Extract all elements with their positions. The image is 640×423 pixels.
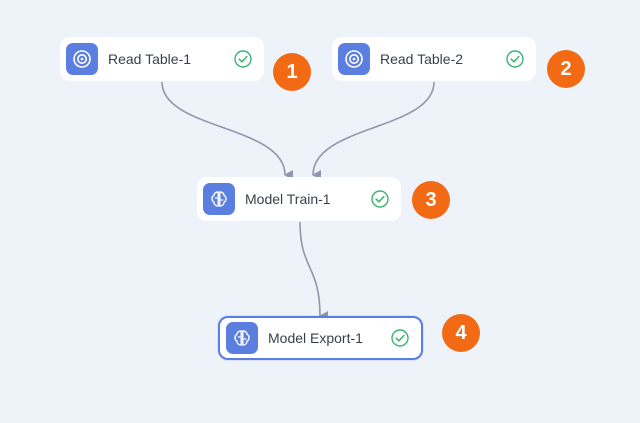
step-badge-3: 3 <box>412 181 450 219</box>
success-check-icon <box>234 50 252 68</box>
node-label: Read Table-2 <box>380 51 464 67</box>
node-read-table-1[interactable]: Read Table-1 <box>60 37 264 81</box>
success-check-icon <box>506 50 524 68</box>
success-check-icon <box>371 190 389 208</box>
step-badge-2: 2 <box>547 50 585 88</box>
node-model-export-1[interactable]: Model Export-1 <box>218 316 423 360</box>
edge-model-train-1-to-model-export-1 <box>299 221 329 321</box>
step-badge-1: 1 <box>273 53 311 91</box>
node-read-table-2[interactable]: Read Table-2 <box>332 37 536 81</box>
node-model-train-1[interactable]: Model Train-1 <box>197 177 401 221</box>
node-label: Model Export-1 <box>268 330 363 346</box>
edge-read-table-1-to-model-train-1 <box>161 81 294 180</box>
model-brain-icon <box>203 183 235 215</box>
node-label: Read Table-1 <box>108 51 192 67</box>
success-check-icon <box>391 329 409 347</box>
step-badge-4: 4 <box>442 314 480 352</box>
edge-read-table-2-to-model-train-1 <box>312 81 435 181</box>
node-label: Model Train-1 <box>245 191 331 207</box>
model-brain-icon <box>226 322 258 354</box>
read-table-icon <box>338 43 370 75</box>
read-table-icon <box>66 43 98 75</box>
